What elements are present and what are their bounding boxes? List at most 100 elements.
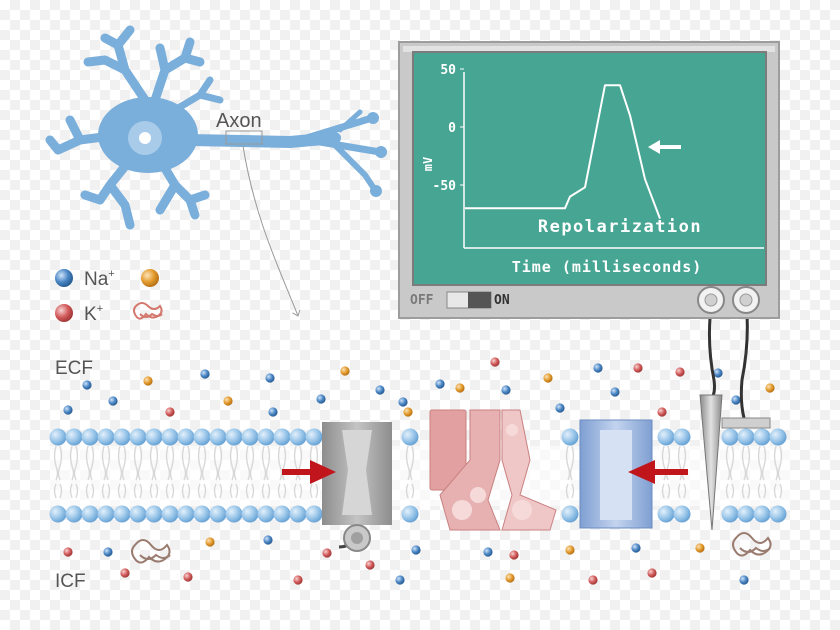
sodium-ion — [398, 397, 408, 407]
potassium-ion — [657, 407, 667, 417]
lipid-head-outer — [97, 428, 115, 446]
lipid-head-outer — [305, 428, 323, 446]
other-cation — [340, 366, 350, 376]
potassium-ion — [588, 575, 598, 585]
sodium-ion — [739, 575, 749, 585]
potassium-ion — [120, 568, 130, 578]
other-cation — [505, 573, 515, 583]
switch-off-label: OFF — [410, 293, 434, 308]
axon-terminals — [367, 112, 387, 197]
lipid-tail — [293, 445, 303, 499]
other-cation — [205, 537, 215, 547]
potassium-ion — [322, 548, 332, 558]
lipid-head-inner — [657, 505, 675, 523]
lipid-tail — [661, 445, 671, 499]
lipid-head-outer — [401, 428, 419, 446]
lipid-head-inner — [305, 505, 323, 523]
lipid-tail — [405, 445, 415, 499]
lipid-head-inner — [257, 505, 275, 523]
lipid-tail — [277, 445, 287, 499]
lipid-head-inner — [49, 505, 67, 523]
sodium-ion — [731, 395, 741, 405]
lipid-tail — [85, 445, 95, 499]
lipid-head-outer — [561, 428, 579, 446]
lipid-tail — [53, 445, 63, 499]
lipid-head-outer — [721, 428, 739, 446]
lipid-head-outer — [737, 428, 755, 446]
sodium-potassium-channel — [429, 409, 557, 531]
reference-electrode — [721, 299, 771, 429]
lipid-head-inner — [65, 505, 83, 523]
lipid-head-outer — [241, 428, 259, 446]
lipid-head-outer — [769, 428, 787, 446]
protein-anion-icf-left — [131, 539, 171, 564]
sodium-ion — [265, 373, 275, 383]
input-jack-1[interactable] — [697, 286, 725, 314]
axon-label: Axon — [216, 110, 262, 132]
y-tick-label: 0 — [448, 121, 456, 136]
lipid-head-inner — [209, 505, 227, 523]
sodium-ion — [108, 396, 118, 406]
sodium-ion — [268, 407, 278, 417]
zoom-connector-line — [242, 145, 298, 316]
sodium-ion — [411, 545, 421, 555]
sodium-ion — [631, 543, 641, 553]
lipid-head-outer — [209, 428, 227, 446]
potassium-ion — [675, 367, 685, 377]
ion-particles — [63, 357, 775, 585]
sodium-ion — [263, 535, 273, 545]
power-switch[interactable]: OFF ON — [410, 291, 510, 309]
y-tick-label: -50 — [433, 179, 457, 194]
potassium-ion-icon — [55, 304, 73, 322]
lipid-head-inner — [401, 505, 419, 523]
lipid-head-inner — [193, 505, 211, 523]
lipid-tail — [229, 445, 239, 499]
lipid-head-inner — [721, 505, 739, 523]
lipid-head-outer — [225, 428, 243, 446]
potassium-ion — [63, 547, 73, 557]
other-cation — [455, 383, 465, 393]
potassium-ion — [365, 560, 375, 570]
nucleolus — [139, 132, 151, 144]
potassium-ion — [165, 407, 175, 417]
lipid-head-outer — [193, 428, 211, 446]
sodium-ion — [435, 379, 445, 389]
lipid-head-outer — [177, 428, 195, 446]
lipid-tail — [261, 445, 271, 499]
lipid-head-outer — [65, 428, 83, 446]
lipid-head-inner — [161, 505, 179, 523]
lipid-bilayer — [49, 428, 790, 523]
repolarization-label: Repolarization — [538, 217, 702, 237]
potassium-ion — [647, 568, 657, 578]
dendrites — [45, 25, 224, 230]
sodium-ion — [713, 368, 723, 378]
sodium-ion — [555, 403, 565, 413]
lipid-tail — [149, 445, 159, 499]
lipid-head-outer — [49, 428, 67, 446]
sodium-ion — [82, 380, 92, 390]
lipid-tail — [565, 445, 575, 499]
lipid-tail — [757, 445, 767, 499]
inward-arrow-left-head — [310, 460, 336, 484]
protein-anion-icf-right — [732, 532, 772, 557]
input-jack-2[interactable] — [732, 286, 760, 314]
sodium-ion — [610, 387, 620, 397]
lipid-tail — [677, 445, 687, 499]
sodium-ion — [200, 369, 210, 379]
lipid-tail — [101, 445, 111, 499]
lipid-head-outer — [257, 428, 275, 446]
lipid-head-inner — [145, 505, 163, 523]
action-potential-trace — [465, 84, 661, 219]
lipid-head-inner — [753, 505, 771, 523]
lipid-head-outer — [657, 428, 675, 446]
sodium-ion-icon — [55, 269, 73, 287]
lipid-head-inner — [769, 505, 787, 523]
ecf-label: ECF — [55, 358, 93, 379]
lipid-tail — [133, 445, 143, 499]
potassium-ion — [509, 550, 519, 560]
grey-ion-channel — [322, 422, 392, 552]
lipid-tail — [245, 445, 255, 499]
lipid-head-outer — [145, 428, 163, 446]
